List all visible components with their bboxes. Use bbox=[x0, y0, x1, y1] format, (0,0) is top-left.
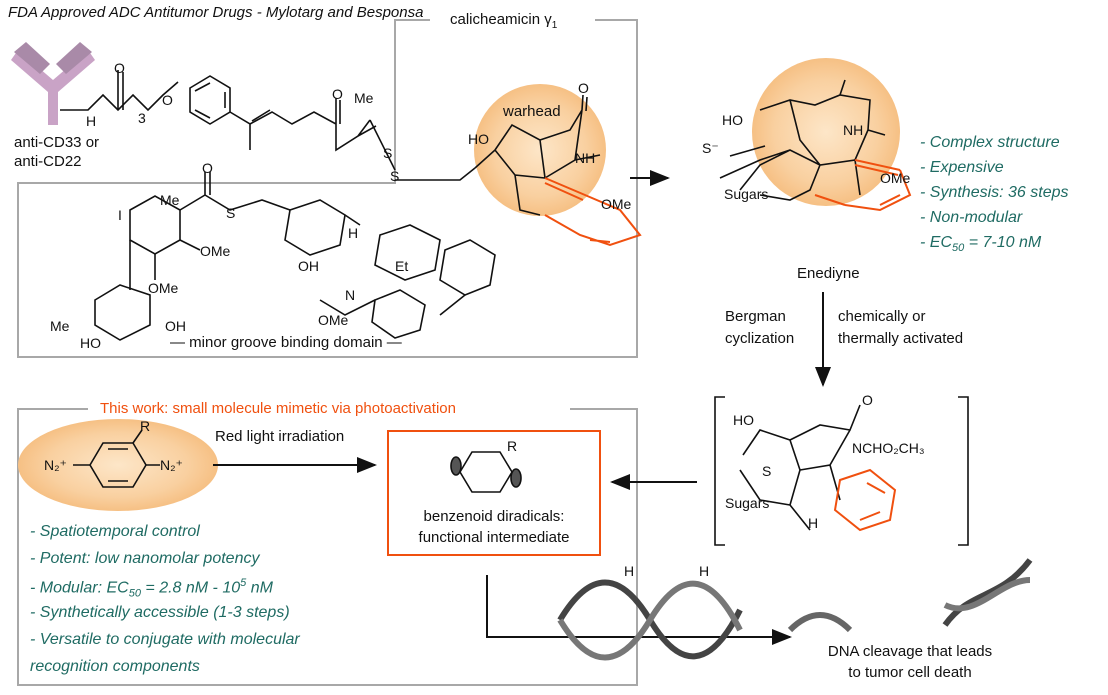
this-work-title: This work: small molecule mimetic via ph… bbox=[96, 400, 460, 417]
atom-label: H bbox=[86, 113, 97, 129]
antibody-icon bbox=[11, 42, 95, 125]
atom-label: Et bbox=[395, 258, 409, 274]
atom-label: N bbox=[345, 287, 356, 303]
calicheamicin-label: calicheamicin γ1 bbox=[450, 11, 557, 31]
atom-label: OMe bbox=[148, 280, 179, 296]
atom-label: H bbox=[808, 515, 819, 531]
atom-label: S bbox=[762, 463, 772, 479]
enediyne-label: Enediyne bbox=[797, 265, 860, 282]
atom-label: Me bbox=[50, 318, 70, 334]
figure-title: FDA Approved ADC Antitumor Drugs - Mylot… bbox=[8, 4, 424, 21]
red-light-label: Red light irradiation bbox=[215, 428, 345, 445]
atom-label: N₂⁺ bbox=[160, 457, 183, 473]
atom-label: S bbox=[226, 205, 236, 221]
bullet: - Expensive bbox=[920, 159, 1004, 176]
bullet: - Complex structure bbox=[920, 134, 1060, 151]
bullet: - Potent: low nanomolar potency bbox=[30, 550, 260, 567]
atom-label: OMe bbox=[200, 243, 231, 259]
benzenoid-diradical bbox=[450, 451, 522, 493]
bullet: - Spatiotemporal control bbox=[30, 523, 200, 540]
calicheamicin-subscript: 1 bbox=[551, 20, 558, 31]
atom-label: O bbox=[578, 80, 589, 96]
dna-cleavage-label-2: to tumor cell death bbox=[848, 664, 972, 681]
diazonium-glow bbox=[18, 419, 218, 511]
warhead-glow bbox=[474, 84, 606, 216]
atom-label: O bbox=[862, 392, 873, 408]
atom-label: I bbox=[118, 207, 122, 223]
linker-structure bbox=[60, 70, 476, 181]
atom-label: Me bbox=[354, 90, 374, 106]
this-work-frame bbox=[17, 408, 638, 686]
atom-label: Sugars bbox=[724, 186, 769, 202]
atom-label: Sugars bbox=[725, 495, 770, 511]
calicheamicin-frame bbox=[17, 19, 638, 358]
atom-label: Me bbox=[160, 192, 180, 208]
atom-label: NH bbox=[843, 122, 864, 138]
bullet: - Synthesis: 36 steps bbox=[920, 184, 1069, 201]
atom-label: NH bbox=[575, 150, 596, 166]
atom-label: R bbox=[140, 418, 151, 434]
atom-label: NCHO₂CH₃ bbox=[852, 440, 925, 456]
dna-helix-icon bbox=[557, 558, 1033, 661]
minor-groove-label: — minor groove binding domain — bbox=[170, 334, 402, 351]
dna-h-label: H bbox=[699, 563, 710, 579]
activation-label-1: chemically or bbox=[838, 308, 926, 325]
brackets bbox=[714, 396, 969, 546]
enediyne-glow bbox=[752, 58, 900, 206]
intermediate-label-1: benzenoid diradicals: bbox=[423, 508, 565, 525]
atom-label: HO bbox=[733, 412, 754, 428]
benzenoid-ring bbox=[833, 468, 897, 532]
diazonium-structure bbox=[73, 429, 160, 488]
atom-label: HO bbox=[468, 131, 489, 147]
bullet: - Modular: EC50 = 2.8 nM - 105 nM bbox=[30, 577, 273, 600]
atom-label: S⁻ bbox=[702, 140, 719, 156]
atom-label: O bbox=[332, 86, 343, 102]
bergman-label-1: Bergman bbox=[725, 308, 786, 325]
calicheamicin-name: calicheamicin γ bbox=[450, 11, 552, 28]
dna-cleavage-label-1: DNA cleavage that leads bbox=[827, 643, 993, 660]
bullet: recognition components bbox=[30, 658, 200, 675]
activation-label-2: thermally activated bbox=[838, 330, 964, 347]
enediyne-structure bbox=[719, 79, 886, 201]
enyne-bonds bbox=[544, 177, 642, 247]
intermediate-label-2: functional intermediate bbox=[418, 529, 570, 546]
intermediate-box bbox=[387, 430, 601, 556]
atom-label: HO bbox=[722, 112, 743, 128]
atom-label: HO bbox=[80, 335, 101, 351]
cyclized-structure bbox=[739, 404, 861, 531]
atom-label: O bbox=[202, 160, 213, 176]
atom-label: H bbox=[348, 225, 359, 241]
atom-label: OMe bbox=[601, 196, 632, 212]
antibody-label-1: anti-CD33 or bbox=[14, 134, 100, 151]
dna-h-label: H bbox=[624, 563, 635, 579]
atom-label: O bbox=[162, 92, 173, 108]
bullet: - EC50 = 7-10 nM bbox=[920, 234, 1042, 255]
atom-label: S bbox=[390, 168, 400, 184]
bergman-label-2: cyclization bbox=[725, 330, 795, 347]
atom-label: R bbox=[507, 438, 518, 454]
atom-label: 3 bbox=[138, 110, 146, 126]
atom-label: OH bbox=[298, 258, 319, 274]
antibody-label-2: anti-CD22 bbox=[14, 153, 82, 170]
atom-label: N₂⁺ bbox=[44, 457, 67, 473]
bullet: - Versatile to conjugate with molecular bbox=[30, 631, 300, 648]
bullet: - Synthetically accessible (1-3 steps) bbox=[30, 604, 290, 621]
minor-groove-domain-structure bbox=[94, 172, 496, 341]
atom-label: S bbox=[383, 145, 393, 161]
bullet: - Non-modular bbox=[920, 209, 1023, 226]
warhead-label: warhead bbox=[503, 103, 561, 120]
atom-label: OMe bbox=[318, 312, 349, 328]
atom-label: OMe bbox=[880, 170, 911, 186]
arrow-to-dna bbox=[486, 575, 792, 645]
enediyne-ring bbox=[814, 159, 912, 212]
atom-label: OH bbox=[165, 318, 186, 334]
atom-label: O bbox=[114, 60, 125, 76]
